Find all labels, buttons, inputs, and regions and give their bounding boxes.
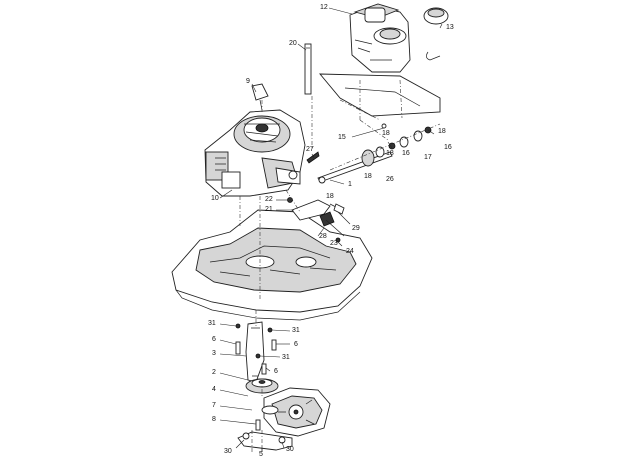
callout-18-d: 18 (364, 173, 372, 180)
drive-belt (245, 321, 265, 383)
spark-plug-wire (306, 151, 320, 164)
callout-23: 23 (330, 240, 338, 247)
engine (204, 83, 306, 197)
callout-29: 29 (352, 225, 360, 232)
fuel-tank (349, 3, 411, 73)
callout-30-a: 30 (224, 448, 232, 455)
callout-13: 13 (446, 24, 454, 31)
callout-16-b: 16 (444, 144, 452, 151)
callout-31-b: 31 (292, 327, 300, 334)
callout-5: 5 (259, 451, 263, 458)
control-shaft-assembly (317, 123, 441, 184)
callout-16-a: 16 (402, 150, 410, 157)
callout-8: 8 (212, 416, 216, 423)
fuel-cap (423, 7, 449, 61)
callout-2: 2 (212, 369, 216, 376)
hardware-bolts (235, 323, 286, 444)
callout-18-b: 18 (386, 150, 394, 157)
callout-3: 3 (212, 350, 216, 357)
callout-12: 12 (320, 4, 328, 11)
callout-6-c: 6 (274, 368, 278, 375)
callout-26: 26 (386, 176, 394, 183)
callout-27: 27 (306, 146, 314, 153)
callout-30-b: 30 (286, 446, 294, 453)
callout-28: 28 (319, 233, 327, 240)
fuel-line (304, 43, 312, 95)
callout-10: 10 (211, 195, 219, 202)
callout-18-a: 18 (382, 130, 390, 137)
callout-15: 15 (338, 134, 346, 141)
callout-7: 7 (212, 402, 216, 409)
callout-4: 4 (212, 386, 216, 393)
callout-9: 9 (246, 78, 250, 85)
callout-31-a: 31 (208, 320, 216, 327)
callout-21: 21 (265, 206, 273, 213)
callout-6-a: 6 (212, 336, 216, 343)
callout-6-b: 6 (294, 341, 298, 348)
leader-lines (219, 7, 443, 452)
callout-17: 17 (424, 154, 432, 161)
tank-bracket (319, 73, 441, 120)
callout-18-e: 18 (326, 193, 334, 200)
callout-22: 22 (265, 196, 273, 203)
transmission (261, 387, 331, 437)
callout-24: 24 (346, 248, 354, 255)
callout-18-c: 18 (438, 128, 446, 135)
callout-20: 20 (289, 40, 297, 47)
callout-1: 1 (348, 181, 352, 188)
mower-frame (171, 209, 373, 321)
callout-31-c: 31 (282, 354, 290, 361)
